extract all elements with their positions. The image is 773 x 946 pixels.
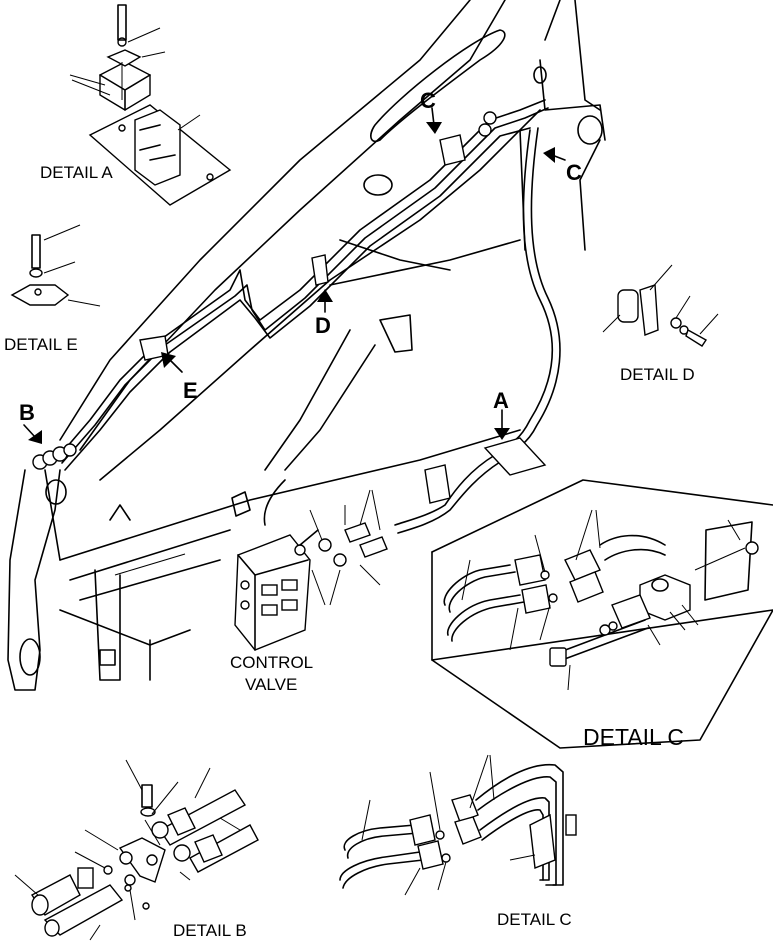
detail-b-drawing (14, 759, 259, 941)
fittings-c (478, 111, 497, 137)
arrow-e (161, 352, 183, 373)
marker-c-right: C (566, 160, 582, 185)
main-clamps (32, 111, 547, 504)
detail-a-label: DETAIL A (40, 163, 113, 182)
detail-c-inset (431, 479, 773, 749)
arrow-c-right (543, 147, 566, 163)
marker-d: D (315, 313, 331, 338)
detail-e-drawing (10, 224, 101, 307)
control-valve-label-line2: VALVE (245, 675, 297, 694)
arrow-a (494, 409, 510, 440)
view-arrows (23, 107, 566, 444)
marker-a: A (493, 388, 509, 413)
detail-a-drawing (69, 4, 232, 206)
bracket-clamp (424, 464, 451, 504)
detail-d-label: DETAIL D (620, 365, 695, 384)
marker-b: B (19, 400, 35, 425)
arrow-d (317, 289, 333, 313)
detail-c-bottom-label: DETAIL C (497, 910, 572, 929)
detail-c-bottom-drawing (339, 754, 577, 896)
control-valve-label-line1: CONTROL (230, 653, 313, 672)
clamp-c (439, 134, 466, 166)
arrow-b (23, 424, 42, 444)
detail-b-label: DETAIL B (173, 921, 247, 940)
detail-d-drawing (602, 264, 719, 347)
detail-c-inset-label: DETAIL C (583, 724, 684, 750)
detail-e-label: DETAIL E (4, 335, 78, 354)
arrow-c-top (426, 107, 442, 134)
fittings-b (32, 443, 77, 470)
marker-e: E (183, 378, 198, 403)
boom-assembly (7, 0, 606, 691)
block-a (483, 437, 547, 476)
control-valve (234, 489, 388, 651)
marker-c-top: C (420, 88, 436, 113)
clamp-d (311, 254, 329, 286)
